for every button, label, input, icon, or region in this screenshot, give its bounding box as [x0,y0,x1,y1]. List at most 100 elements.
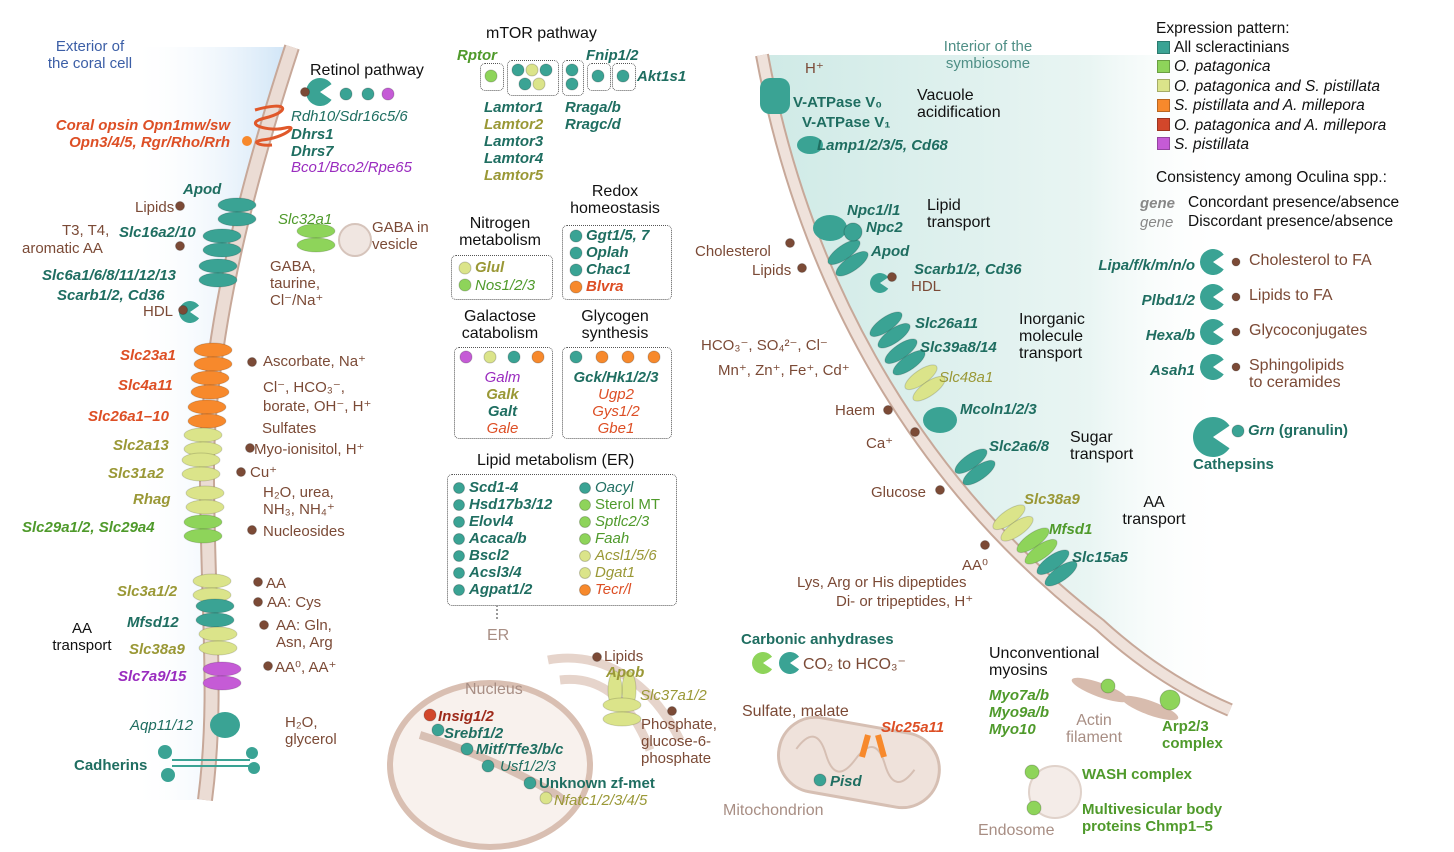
rrag-box [562,60,584,96]
substrate-t3t4: T3, T4, [62,222,110,239]
vatpase-icon [760,78,790,114]
mvb-protein-icon [1026,800,1042,816]
redox-box [562,225,672,300]
transporter-icon [1036,549,1078,587]
substrate-dot [887,272,897,282]
slc37-icon [602,697,642,727]
transporter-icon [190,370,230,400]
galactose-box [454,347,553,439]
gene-usf: Usf1/2/3 [500,758,556,775]
substrate-anions: HCO₃⁻, SO₄²⁻, Cl⁻ [701,337,828,354]
gene-dot [539,791,553,805]
lipid-gene-dot [453,550,465,562]
gene-dot [431,723,445,737]
transporter-icon [193,342,233,372]
mitochondrion-label: Mitochondrion [723,802,824,819]
substrate-myo: Myo-ionisitol, H⁺ [254,441,365,458]
wash-label: WASH complex [1082,766,1193,783]
gene-dot [458,261,472,275]
gene-dot [511,63,525,77]
legend-label: S. pistillata and A. millepora [1174,97,1365,114]
nucleus-label: Nucleus [465,681,523,698]
glycogen-box [562,347,672,439]
substrate-dot [236,467,246,477]
substrate-tripeptides: Di- or tripeptides, H⁺ [836,593,974,610]
lipid-gene-dot [453,499,465,511]
product-glycoconjugates: Glycoconjugates [1249,322,1368,339]
gene-dot [569,246,583,260]
transporter-icon [904,364,946,402]
gene-dot [565,63,579,77]
gene-slc29: Slc29a1/2, Slc29a4 [22,519,155,536]
lysosomal-enzyme-icon [1200,353,1224,380]
gene-dot [565,77,579,91]
gene-dot [339,87,353,101]
gene-rptor: Rptor [457,47,497,64]
symbiosome-shading [762,55,1230,710]
galactose-step-dot [507,350,521,364]
gene-rdh10: Rdh10/Sdr16c5/6 [291,108,408,125]
substrate-aa0: AA⁰, AA⁺ [275,659,337,676]
substrate-dot [980,540,990,550]
gene-slc48: Slc48a1 [939,369,994,386]
cadherins [158,745,260,782]
gene-slc38-r: Slc38a9 [1024,491,1080,508]
substrate-glucose: Glucose [871,484,927,501]
lysosomal-enzyme-icon [1200,319,1224,346]
galactose-step-dot [459,350,473,364]
gene-rhag: Rhag [133,491,171,508]
consistency-title: Consistency among Oculina spp.: [1156,169,1387,186]
gene-blvra: Blvra [586,278,624,295]
substrate-dot [667,706,677,716]
gene-mfsd1: Mfsd1 [1049,521,1093,538]
actin-filament [1071,677,1179,721]
substrate-dot [300,87,310,97]
gene-dot [525,63,539,77]
transporter-icon [185,485,225,515]
sulfate-malate: Sulfate, malate [742,703,849,720]
transporter-icon [192,573,232,603]
product-lipids-fa: Lipids to FA [1249,287,1333,304]
gene-grn: Grn (granulin) [1248,422,1348,439]
gene-dot [539,63,553,77]
substrate-dot [592,652,602,662]
substrate-cl-hco3: Cl⁻, HCO₃⁻,borate, OH⁻, H⁺ [263,379,372,415]
gene-slc39: Slc39a8/14 [920,339,997,356]
gene-nos: Nos1/2/3 [475,277,536,294]
cathepsin-icon [1193,417,1230,457]
retinol-title: Retinol pathway [310,62,424,79]
glycogen-step-dot [595,350,609,364]
gene-dot [458,278,472,292]
cathepsins-label: Cathepsins [1193,456,1274,473]
galactose-step-dot [483,350,497,364]
concordant-label: Concordant presence/absence [1188,194,1400,211]
transporter-icon [198,626,238,656]
lipid-gene-dot [579,584,591,596]
substrate-dot [245,443,255,453]
substrate-hdl-r: HDL [911,278,942,295]
gene-slc38: Slc38a9 [129,641,185,658]
discordant-label: Discordant presence/absence [1188,213,1394,230]
lipid-box [447,474,677,606]
substrate-nucleosides: Nucleosides [263,523,345,540]
lipid-gene-dot [453,516,465,528]
substrate-dot [910,427,920,437]
product-cholesterol-fa: Cholesterol to FA [1249,252,1372,269]
gene-zf-met: Unknown zf-met [539,775,655,792]
endosome-label: Endosome [978,822,1055,839]
glycogen-step-dot [569,350,583,364]
gene-glul: Glul [475,259,505,276]
carbonic-anhydrase-icon [752,652,773,674]
gene-akt1s1: Akt1s1 [637,68,687,85]
